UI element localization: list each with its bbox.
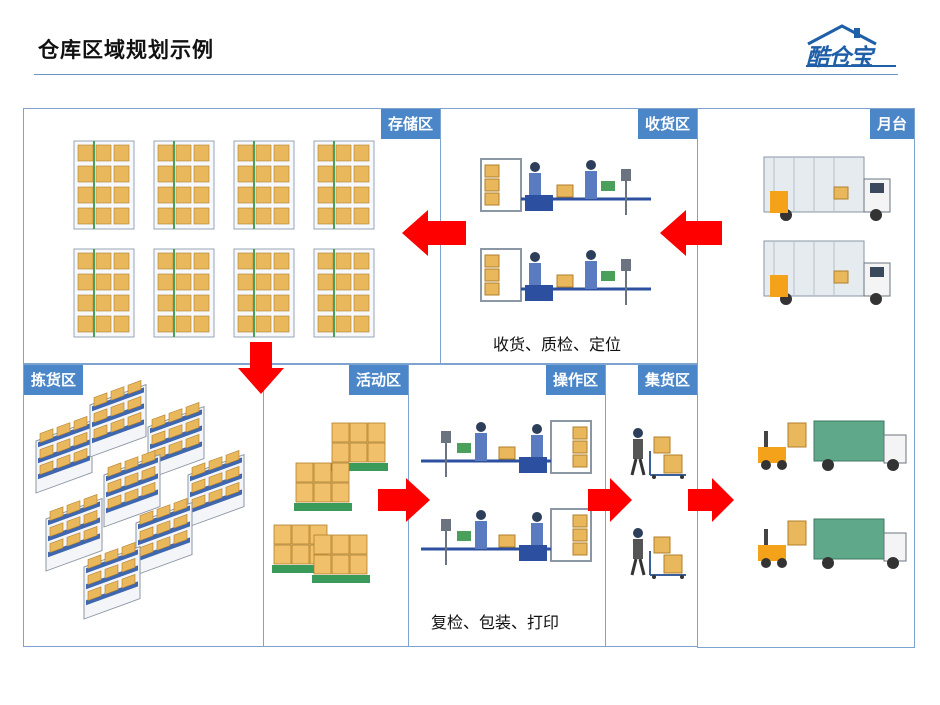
arrow-left-icon [402,210,466,256]
collection-carts-illustration [630,428,686,579]
logo-text: 酷仓宝 [806,45,873,71]
company-logo: 酷仓宝 [802,22,900,71]
pallet-icon [312,534,370,583]
storage-rack-icon [233,248,295,338]
storage-rack-icon [313,248,375,338]
packing-station-icon [421,420,592,477]
hand-cart-icon [630,428,686,479]
house-roof-icon [806,24,896,67]
arrow-left-icon [660,210,722,256]
operation-workers-illustration [421,420,592,565]
truck-icon [763,240,891,305]
dock-trucks-illustration [758,156,907,569]
storage-rack-icon [233,140,295,230]
packing-station-icon [480,248,651,305]
picking-shelf-icon [187,450,245,528]
zone-receiving: 收货区 收货、质检、定位 [440,108,698,364]
zone-tag-picking: 拣货区 [24,365,84,395]
picking-shelf-icon [35,416,93,494]
container-truck-icon [758,518,907,569]
packing-station-icon [421,508,592,565]
receiving-workers-illustration [480,158,651,305]
zone-tag-operation: 操作区 [545,365,605,395]
truck-icon [763,156,891,221]
picking-shelves-illustration [35,380,245,620]
zone-dock: 月台 [697,108,915,648]
pallet-icon [294,462,352,511]
container-truck-icon [758,420,907,471]
arrow-down-icon [238,342,284,394]
operation-caption: 复检、包装、打印 [431,613,560,632]
title-divider [34,74,898,75]
storage-racks-illustration [73,140,375,338]
packing-station-icon [480,158,651,215]
picking-shelf-icon [45,494,103,572]
activity-pallets-illustration [272,422,388,583]
zone-tag-storage: 存储区 [380,109,440,139]
zone-tag-collection: 集货区 [637,365,697,395]
page-title: 仓库区域规划示例 [38,38,214,62]
zone-tag-receiving: 收货区 [637,109,697,139]
storage-rack-icon [73,140,135,230]
arrow-right-icon [588,478,632,522]
picking-shelf-icon [103,450,161,528]
storage-rack-icon [73,248,135,338]
arrow-right-icon [378,478,430,522]
zone-tag-dock: 月台 [869,109,914,139]
storage-rack-icon [313,140,375,230]
picking-shelf-icon [89,380,147,458]
receiving-caption: 收货、质检、定位 [493,335,622,354]
picking-shelf-icon [147,402,205,480]
arrow-right-icon [688,478,734,522]
storage-rack-icon [153,248,215,338]
pallet-icon [330,422,388,471]
picking-shelf-icon [135,498,193,576]
storage-rack-icon [153,140,215,230]
zone-storage: 存储区 [23,108,441,364]
zone-operation: 操作区 复检、包装、打印 [408,364,606,647]
hand-cart-icon [630,528,686,579]
zone-tag-activity: 活动区 [348,365,408,395]
picking-shelf-icon [83,542,141,620]
zone-picking: 拣货区 [23,364,264,647]
